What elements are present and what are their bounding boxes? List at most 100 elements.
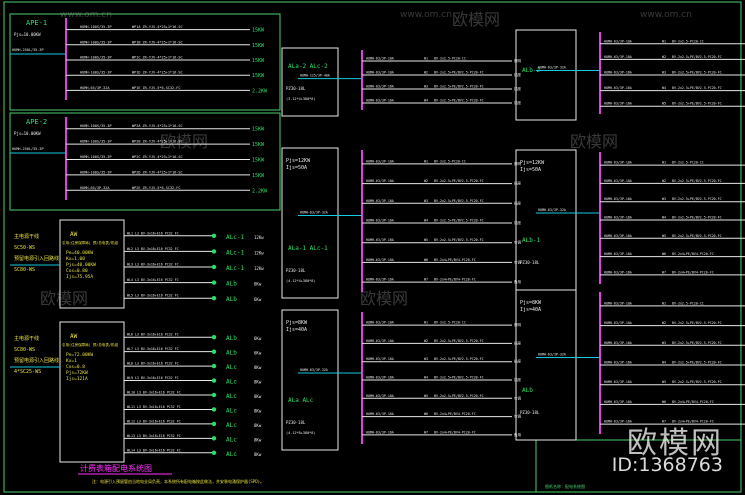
- aw-feeder-label: SC80-WS: [14, 347, 35, 353]
- branch-breaker: HUMH-63/3P-10A: [366, 57, 394, 61]
- branch-use: 插座: [514, 181, 522, 186]
- branch-no: W3: [662, 197, 666, 201]
- branch-breaker: HUMH-63/3P-16A: [604, 86, 632, 90]
- branch-cable: BV-2x2.5+PE/BV2.5-PC20-FC: [434, 394, 484, 398]
- diagram-note: 注：电源引入预留管由当地电业局负责，本系统所有配电箱按此做法，并安装电涌保护器(…: [92, 478, 264, 484]
- branch-breaker: HUMH-63/3P-10A: [604, 39, 632, 43]
- aw-circuit-label: WL11 L3 BV-3x16+E16 PC32 FC: [127, 405, 181, 409]
- breaker-label: HUMH-100S/35-3P: [80, 170, 112, 174]
- inlet-breaker: HUMH-63/3P-32A: [300, 368, 328, 372]
- branch-no: W1: [424, 159, 428, 163]
- branch-no: W3: [662, 341, 666, 345]
- branch-breaker: HUMH-63/3P-10A: [604, 161, 632, 165]
- branch-breaker: HUMH-63/3P-10A: [604, 179, 632, 183]
- watermark-brand: 欧模网: [160, 132, 209, 151]
- branch-use: 备用: [514, 279, 522, 284]
- inlet-breaker: HUMH-250L/35-3P: [12, 147, 44, 151]
- branch-breaker: HUMH-63/3P-10A: [604, 301, 632, 305]
- aw-load: 12Kw: [254, 235, 264, 240]
- branch-no: W5: [662, 234, 666, 238]
- branch-cable: BV-2x2.5+PE/BV2.5-PC20-FC: [672, 86, 722, 90]
- panel-name: ALa-2 ALc-2: [288, 63, 328, 70]
- aw-circuit-label: WL4 L3 BV-3x16+E16 PC32 FC: [127, 278, 179, 282]
- branch-use: 照明: [514, 323, 522, 327]
- aw-destination: ALc: [226, 364, 237, 371]
- cable-label: WP2D ZR-YJV-4*25+1*16-SC: [132, 170, 183, 174]
- branch-cable: BV-2x2.5-PC20-CC: [434, 159, 466, 163]
- branch-use: 空调: [514, 395, 522, 400]
- branch-no: W6: [662, 400, 666, 404]
- branch-cable: BV-2x2.5+PE/BV2.5-PC20-FC: [672, 197, 722, 201]
- branch-breaker: HUMH-63/3P-16A: [604, 361, 632, 365]
- cable-label: WP1E ZR-YJV-5*6-SC32-FC: [132, 86, 180, 90]
- watermark-url: www.om.cn: [400, 10, 452, 20]
- branch-no: W2: [424, 179, 428, 183]
- branch-cable: BV-2x2.5-PC20-CC: [434, 321, 466, 325]
- branch-cable: BV-2x2.5+PE/BV2.5-PC20-FC: [434, 199, 484, 203]
- branch-cable: BV-2x2.5+PE/BV2.5-PC20-FC: [434, 219, 484, 223]
- aw-destination: ALc: [226, 436, 237, 443]
- terminal-dot: [211, 249, 217, 254]
- aw-load: 8Kw: [254, 394, 262, 399]
- inlet-breaker: HUMH-125/3P-40A: [300, 74, 330, 78]
- load-rating: 2.2KW: [252, 188, 268, 194]
- terminal-dot: [211, 233, 217, 238]
- aw-param: Kx=1: [66, 358, 77, 364]
- branch-use: 空调: [514, 414, 522, 419]
- branch-no: W5: [424, 238, 428, 242]
- branch-breaker: HUMH-63/3P-10A: [366, 179, 394, 183]
- panel-name: ALa-1 ALc-1: [288, 245, 328, 252]
- branch-cable: BV-2x2.5-PC20-CC: [672, 161, 704, 165]
- cable-label: WP1A ZR-YJV-4*25+1*16-SC: [132, 25, 183, 29]
- branch-use: 插座: [514, 72, 522, 77]
- meter-label: PZ30-18L: [286, 86, 306, 91]
- branch-cable: BV-2x4+PE/BV4-PC20-FC: [672, 400, 714, 404]
- aw-load: 8Kw: [254, 452, 262, 457]
- aw-load: 12Kw: [254, 266, 264, 271]
- aw-circuit-label: WL14 L3 BV-3x16+E16 PC32 FC: [127, 448, 181, 452]
- branch-no: W3: [424, 199, 428, 203]
- branch-cable: BV-2x4+PE/BV4-PC20-FC: [672, 420, 714, 424]
- drawing-border: [3, 1, 742, 493]
- watermark-url: www.om.cn: [60, 10, 112, 20]
- aw-name: AW: [70, 231, 78, 238]
- aw-feeder-label: 预留电源引入回路线: [14, 255, 59, 262]
- aw-load: 8Kw: [254, 437, 262, 442]
- ape-panel-frame: [9, 13, 281, 111]
- inlet-breaker: HUMH-63/3P-32A: [538, 353, 566, 357]
- branch-breaker: HUMH-63/3P-10A: [366, 321, 394, 325]
- panel-params: Ijs=40A: [520, 307, 541, 313]
- aw-load: 8Kw: [254, 380, 262, 385]
- aw-param: Cos=0.80: [66, 268, 88, 274]
- branch-cable: BV-2x4+PE/BV4-PC20-FC: [434, 278, 476, 282]
- branch-breaker: HUMH-63/3P-16A: [604, 380, 632, 384]
- branch-cable: BV-2x2.5+PE/BV2.5-PC20-FC: [672, 179, 722, 183]
- branch-no: W4: [424, 376, 428, 380]
- branch-breaker: HUMH-63/3P-10A: [366, 159, 394, 163]
- branch-no: W2: [424, 339, 428, 343]
- branch-cable: BV-2x2.5+PE/BV2.5-PC20-FC: [434, 339, 484, 343]
- aw-circuit-label: WL1 L3 BV-3x16+E16 PC32 FC: [127, 231, 179, 235]
- aw-feeder-label: SC50-WS: [14, 245, 35, 251]
- meter-label: PZ30-18L: [286, 268, 306, 273]
- watermark-logo-text: 欧模网: [627, 426, 723, 461]
- panel-ala1: [281, 147, 339, 299]
- branch-breaker: HUMH-63/3P-16A: [366, 258, 394, 262]
- panel-params: Pjs=8KW: [286, 320, 308, 326]
- meter-label: PZ30-18L: [286, 420, 306, 425]
- aw-destination: ALb: [226, 350, 237, 357]
- terminal-dot: [211, 280, 217, 285]
- breaker-label: HUMH-100S/35-3P: [80, 25, 112, 29]
- branch-no: W1: [662, 301, 666, 305]
- ape-panel-name: APE-2: [26, 118, 47, 126]
- aw-destination: ALc: [226, 407, 237, 414]
- aw-load: 6Kw: [254, 336, 262, 341]
- panel-name: ALb: [522, 387, 533, 394]
- inlet-breaker: HUMH-63/3P-32A: [538, 66, 566, 70]
- load-rating: 15KW: [252, 73, 265, 79]
- branch-no: W5: [662, 102, 666, 106]
- branch-no: W6: [424, 258, 428, 262]
- branch-breaker: HUMH-63/3P-16A: [366, 238, 394, 242]
- branch-no: W7: [424, 278, 428, 282]
- branch-breaker: HUMH-63/3P-16A: [604, 400, 632, 404]
